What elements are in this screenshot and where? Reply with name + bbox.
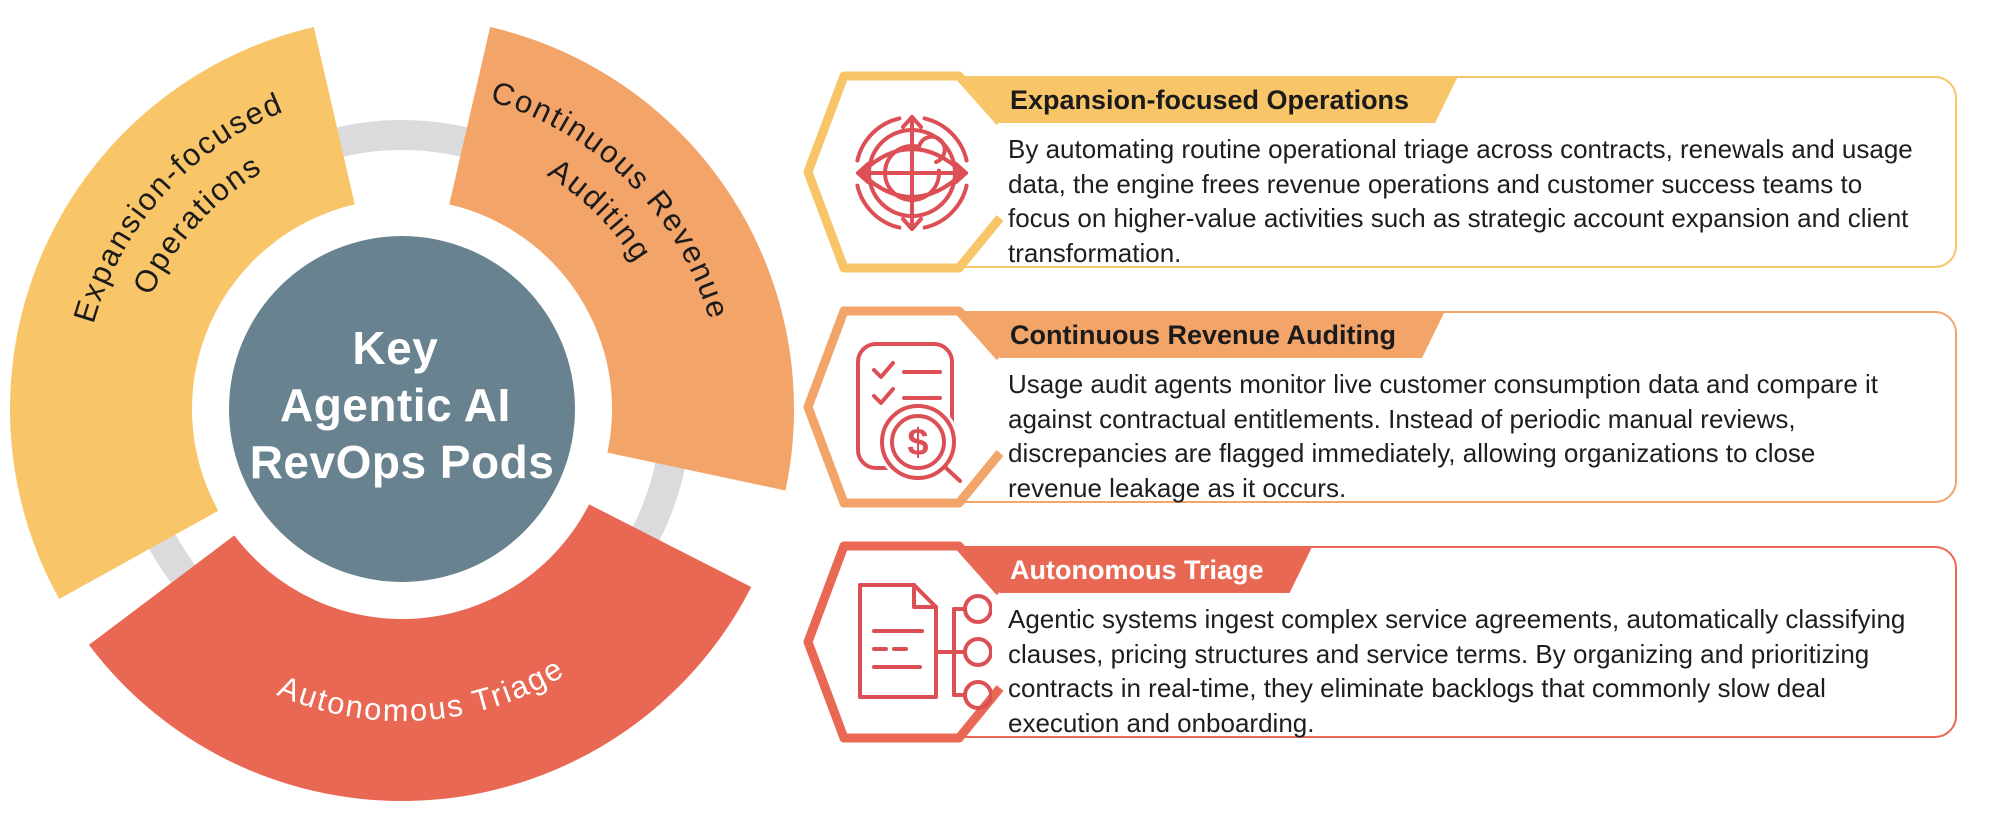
card-title: Continuous Revenue Auditing bbox=[1010, 320, 1396, 350]
card-description: Usage audit agents monitor live customer… bbox=[1008, 369, 1879, 503]
arc-segment-autonomous-triage bbox=[88, 504, 752, 801]
card-title: Autonomous Triage bbox=[1010, 555, 1264, 585]
arc-segment-expansion-focused-operations bbox=[10, 27, 355, 600]
card-expansion-focused-operations: Expansion-focused Operations By automati… bbox=[802, 68, 1962, 276]
center-circle bbox=[229, 236, 575, 582]
card-autonomous-triage: Autonomous Triage Agentic systems ingest… bbox=[802, 538, 1962, 746]
card-title: Expansion-focused Operations bbox=[1010, 85, 1410, 115]
card-description: Agentic systems ingest complex service a… bbox=[1008, 604, 1906, 738]
wheel-center-title: Key Agentic AI RevOps Pods bbox=[250, 322, 555, 488]
card-description: By automating routine operational triage… bbox=[1008, 134, 1913, 268]
eye-target-icon bbox=[855, 115, 969, 231]
card-title-banner: Expansion-focused Operations bbox=[950, 78, 1457, 123]
svg-text:$: $ bbox=[907, 422, 928, 464]
document-classification-icon bbox=[858, 583, 992, 710]
revops-wheel-diagram: Expansion-focused Operations Continuous … bbox=[10, 27, 794, 801]
arc-segment-continuous-revenue-auditing bbox=[449, 27, 794, 491]
card-title-banner: Autonomous Triage bbox=[950, 548, 1312, 593]
card-title-banner: Continuous Revenue Auditing bbox=[950, 313, 1444, 358]
card-continuous-revenue-auditing: Continuous Revenue Auditing $ Usage audi… bbox=[802, 303, 1962, 511]
audit-checklist-magnifier-icon: $ bbox=[856, 342, 962, 483]
